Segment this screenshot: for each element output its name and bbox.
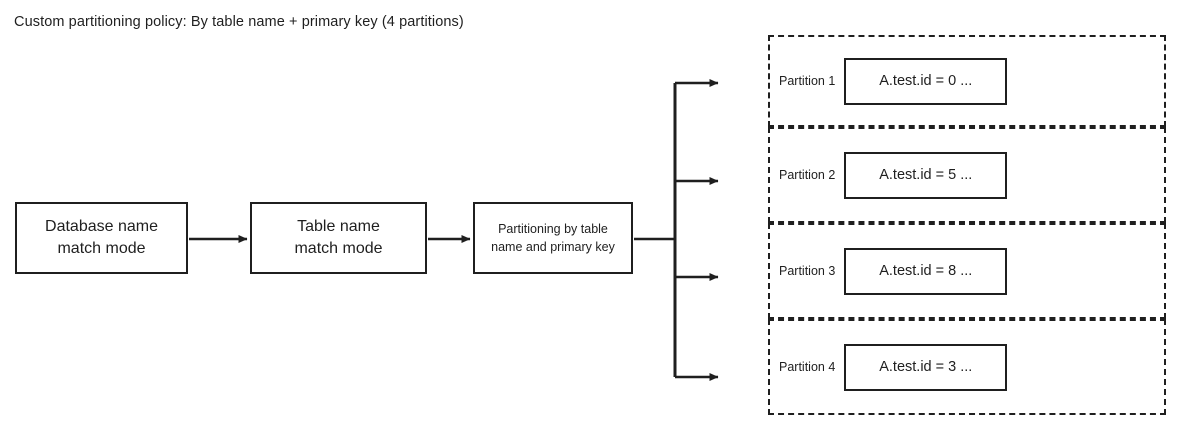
flow-box-database-label: Database name match mode <box>39 216 164 260</box>
partition-content-box[interactable]: A.test.id = 5 ... <box>844 151 1008 199</box>
partition-content-text: A.test.id = 5 ... <box>879 167 973 183</box>
partition-container[interactable]: Partition 2 A.test.id = 5 ... <box>768 127 1166 223</box>
partition-content-text: A.test.id = 3 ... <box>879 359 973 375</box>
flow-box-partitioning-label: Partitioning by table name and primary k… <box>485 220 621 256</box>
flow-box-table-name-match-mode[interactable]: Table name match mode <box>250 202 427 274</box>
partition-label: Partition 4 <box>779 360 836 374</box>
flow-box-table-label: Table name match mode <box>288 216 388 260</box>
fanout-trunk <box>634 83 677 377</box>
partition-content-text: A.test.id = 8 ... <box>879 263 973 279</box>
flow-box-table-line1: Table name <box>297 218 380 235</box>
flow-box-database-line2: match mode <box>57 240 146 257</box>
partition-content-box[interactable]: A.test.id = 8 ... <box>844 247 1008 295</box>
flow-box-table-line2: match mode <box>294 240 383 257</box>
flow-box-partitioning-line1: Partitioning by table <box>498 222 608 236</box>
flow-box-partitioning-line2: name and primary key <box>491 240 615 254</box>
partition-label: Partition 1 <box>779 74 836 88</box>
partition-container[interactable]: Partition 4 A.test.id = 3 ... <box>768 319 1166 415</box>
partition-container[interactable]: Partition 1 A.test.id = 0 ... <box>768 35 1166 127</box>
partition-container[interactable]: Partition 3 A.test.id = 8 ... <box>768 223 1166 319</box>
flow-box-partitioning-by-table-name-and-primary-key[interactable]: Partitioning by table name and primary k… <box>473 202 633 274</box>
diagram-title: Custom partitioning policy: By table nam… <box>14 14 464 30</box>
partition-label: Partition 2 <box>779 168 836 182</box>
partition-content-box[interactable]: A.test.id = 0 ... <box>844 57 1008 105</box>
partition-content-box[interactable]: A.test.id = 3 ... <box>844 343 1008 391</box>
partition-label: Partition 3 <box>779 264 836 278</box>
flow-box-database-name-match-mode[interactable]: Database name match mode <box>15 202 188 274</box>
flow-box-database-line1: Database name <box>45 218 158 235</box>
partition-content-text: A.test.id = 0 ... <box>879 73 973 89</box>
